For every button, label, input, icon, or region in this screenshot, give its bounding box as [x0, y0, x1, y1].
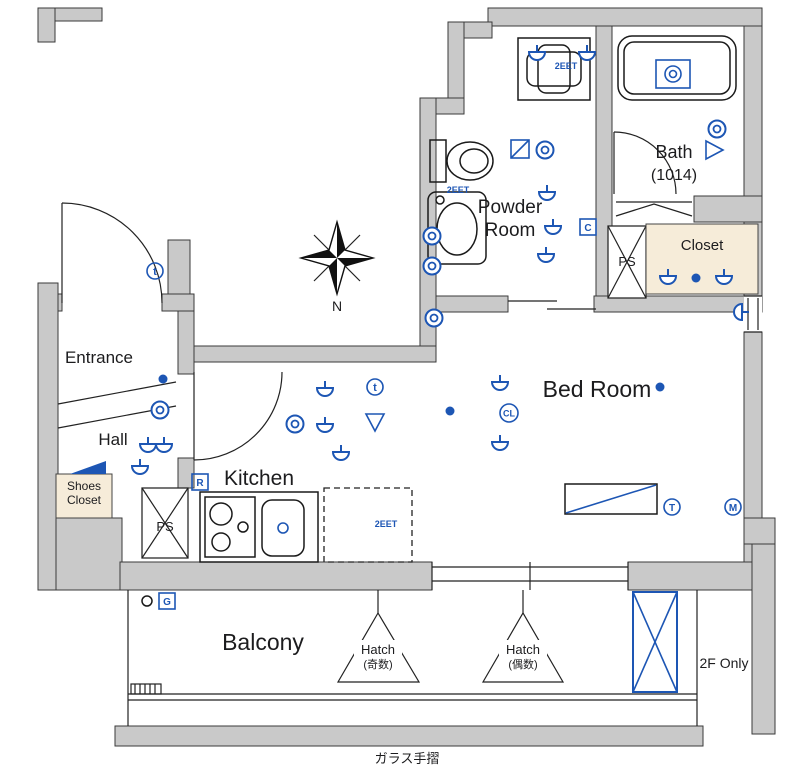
svg-text:t: t — [373, 382, 377, 394]
outlet-icon — [139, 436, 157, 453]
light-icon — [422, 226, 442, 246]
hatch-even-label-1: Hatch — [506, 642, 540, 657]
service-boxes — [55, 223, 759, 559]
marker-m: M — [724, 498, 742, 516]
doors — [61, 131, 693, 461]
switch-t-entrance: t — [146, 262, 164, 280]
svg-text:R: R — [196, 478, 204, 489]
junction-dot-icon — [655, 382, 665, 392]
light-icon — [535, 140, 555, 160]
drain-hatch — [130, 683, 162, 695]
light-icon — [422, 256, 442, 276]
closet-label: Closet — [681, 237, 724, 254]
ps-box-left — [141, 487, 189, 559]
light-icon — [424, 308, 444, 328]
outlet-icon — [332, 444, 350, 461]
kitchen-counter — [199, 491, 319, 563]
mirror-box-icon — [510, 139, 530, 159]
walls — [37, 7, 776, 747]
bedroom-label: Bed Room — [543, 376, 652, 402]
svg-text:T: T — [669, 503, 675, 514]
junction-dot-icon — [445, 406, 455, 416]
shoes-closet-area — [55, 473, 113, 519]
hatch-odd-label-1: Hatch — [361, 642, 395, 657]
outlet-2eet-label: 2EET — [555, 61, 578, 71]
gas-meter-icon — [141, 595, 153, 607]
svg-text:CL: CL — [503, 409, 515, 419]
washer-pan — [517, 37, 591, 101]
svg-text:t: t — [153, 266, 157, 278]
outlet-icon — [528, 44, 546, 61]
refrigerator-space — [323, 487, 413, 563]
hatch-even-label-2: (偶数) — [508, 658, 537, 671]
outlet-icon — [155, 436, 173, 453]
toilet — [429, 139, 494, 183]
bath-door-arc — [613, 131, 677, 195]
marker-r-box: R — [191, 473, 209, 491]
balcony-structure — [127, 590, 698, 726]
vent-triangle-icon — [705, 139, 725, 161]
light-icon — [150, 400, 170, 420]
compass: N — [298, 219, 376, 314]
bath-control-icon — [655, 59, 691, 89]
outlet-icon — [316, 380, 334, 397]
bath-label-2: (1014) — [651, 167, 697, 184]
hall-door-arc — [193, 371, 283, 461]
outlet-icon — [131, 458, 149, 475]
electrical-symbols: t t CL T M C R G 2EET — [131, 44, 750, 610]
bathtub — [617, 35, 737, 101]
bath-fold-door-zigzag — [615, 203, 693, 217]
kitchen-sink — [261, 499, 305, 557]
outlet-icon — [491, 374, 509, 391]
outlet-2eet-label: 2EET — [375, 519, 398, 529]
kitchen-label: Kitchen — [224, 467, 294, 490]
junction-dot-icon — [691, 273, 701, 283]
hatch-even-shape — [481, 590, 565, 683]
hall-label: Hall — [98, 430, 127, 449]
ps-label-left: PS — [156, 519, 174, 534]
ps-label-right: PS — [618, 254, 636, 269]
shoes-closet-wedge-icon — [70, 461, 106, 474]
light-icon — [707, 119, 727, 139]
floor-note-label: 2F Only — [699, 655, 748, 671]
outlet-icon — [537, 246, 555, 263]
junction-dot-icon — [158, 374, 168, 384]
switch-t-living: t — [366, 378, 384, 396]
marker-cl: CL — [499, 403, 519, 423]
balcony-label: Balcony — [222, 629, 304, 655]
ps-box-right — [607, 225, 647, 299]
compass-star-shading — [301, 222, 373, 294]
fixtures — [57, 35, 737, 563]
outlet-icon — [316, 416, 334, 433]
svg-text:G: G — [163, 597, 171, 608]
hatch-odd-shape — [336, 590, 421, 683]
outlet-icon — [491, 434, 509, 451]
windows — [431, 295, 762, 590]
powder-room-label-2: Room — [485, 220, 536, 241]
outlet-2eet-label: 2EET — [447, 185, 470, 195]
bath-label-1: Bath — [655, 142, 692, 162]
svg-text:C: C — [584, 223, 591, 234]
svg-text:M: M — [729, 503, 737, 514]
marker-c-box: C — [579, 218, 597, 236]
hatch-odd-label-2: (奇数) — [363, 658, 392, 671]
outlet-icon — [544, 218, 562, 235]
entrance-label: Entrance — [65, 348, 133, 367]
room-labels: Entrance Hall Shoes Closet Kitchen Powde… — [65, 142, 749, 766]
closet-area — [645, 223, 759, 295]
powder-room-label-1: Powder — [478, 197, 543, 218]
compass-north-label: N — [332, 298, 342, 314]
marker-T: T — [663, 498, 681, 516]
shoes-closet-label-1: Shoes — [67, 479, 101, 493]
vent-triangle-icon — [364, 413, 386, 433]
outlet-icon — [578, 44, 596, 61]
light-icon — [285, 414, 305, 434]
marker-g-box: G — [158, 592, 176, 610]
entrance-door-arc — [61, 202, 163, 304]
glass-handrail-label: ガラス手摺 — [375, 751, 440, 766]
evacuation-ladder-icon — [632, 591, 678, 693]
faucet-icon — [277, 522, 289, 534]
bedroom-counter — [564, 483, 658, 515]
shoes-closet-label-2: Closet — [67, 493, 102, 507]
